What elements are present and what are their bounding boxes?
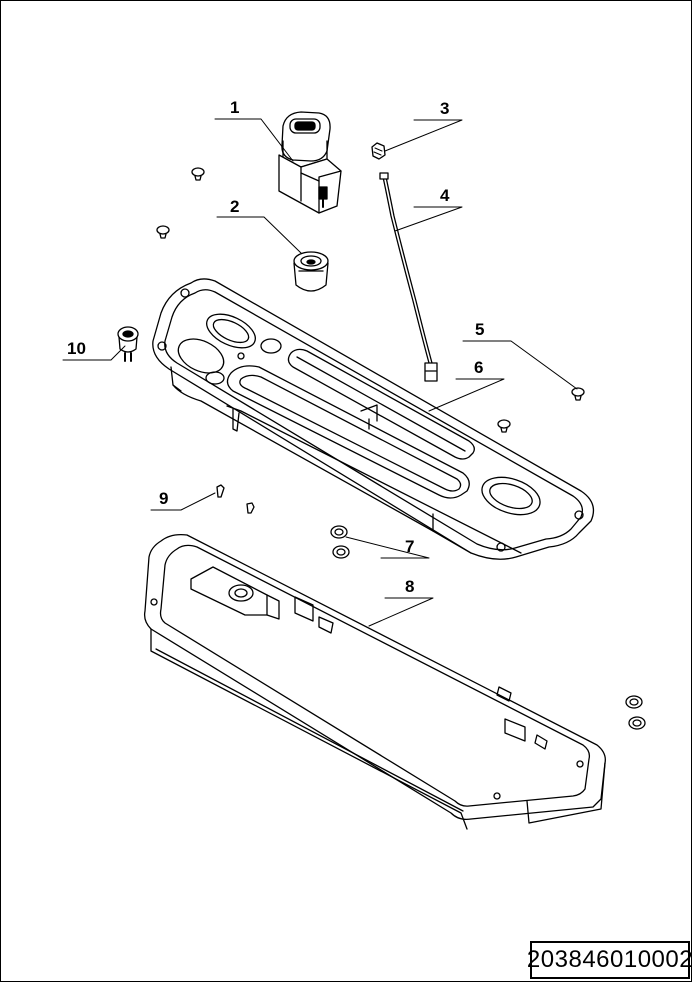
callout-numbers: 1 2 3 4 5 6 7 8 9 10 (67, 98, 484, 596)
callout-3: 3 (440, 99, 449, 118)
part-8-frame (143, 533, 606, 830)
part-7-clips-right (625, 695, 646, 730)
part-number: 203846010002 (526, 946, 692, 973)
part-number-box: 203846010002 (526, 941, 692, 979)
part-4-cable (379, 172, 438, 382)
part-9-screw (216, 484, 255, 514)
part-2-socket (293, 251, 329, 292)
screw-left-mid (156, 225, 170, 239)
callout-10: 10 (67, 339, 86, 358)
callout-1: 1 (230, 98, 239, 117)
part-7-clips-left (330, 525, 350, 559)
part-10-small-switch (117, 326, 139, 362)
part-1-switch (278, 111, 342, 214)
callout-2: 2 (230, 197, 239, 216)
callout-4: 4 (440, 186, 450, 205)
part-3-nut (371, 142, 386, 160)
callout-7: 7 (405, 537, 414, 556)
callout-8: 8 (405, 577, 414, 596)
callout-9: 9 (159, 489, 168, 508)
screw-left-top (191, 167, 205, 181)
leader-lines (62, 118, 578, 627)
callout-6: 6 (474, 358, 483, 377)
callout-5: 5 (475, 320, 484, 339)
part-6-tray (152, 278, 595, 560)
part-5-screw (571, 387, 585, 401)
screw-right-mid (497, 419, 511, 433)
